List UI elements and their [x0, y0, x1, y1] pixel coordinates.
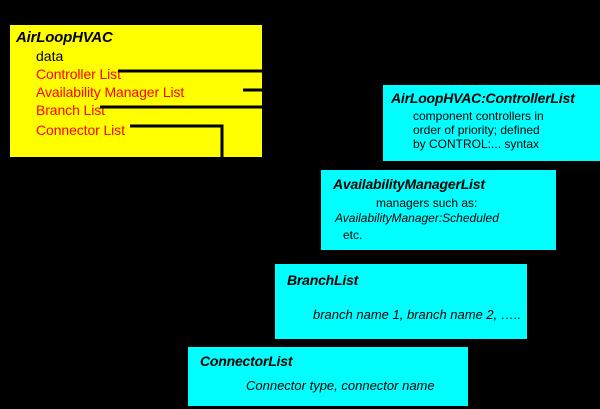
object-desc-line: managers such as:	[376, 196, 478, 210]
field-controller-list[interactable]: Controller List	[36, 66, 121, 82]
object-box-branchlist[interactable]: BranchList branch name 1, branch name 2,…	[275, 264, 527, 339]
object-data-label: data	[36, 48, 64, 64]
object-title-availabilitymanagerlist: AvailabilityManagerList	[333, 176, 485, 192]
object-title-connectorlist: ConnectorList	[200, 353, 293, 369]
object-box-availabilitymanagerlist[interactable]: AvailabilityManagerList managers such as…	[321, 170, 556, 250]
field-connector-list[interactable]: Connector List	[36, 122, 125, 138]
object-desc-line: component controllers in	[413, 109, 544, 123]
object-desc-line: branch name 1, branch name 2, …..	[313, 307, 522, 322]
object-desc-line: AvailabilityManager:Scheduled	[335, 211, 499, 225]
object-title-branchlist: BranchList	[287, 272, 359, 288]
object-desc-line: order of priority; defined	[413, 123, 540, 137]
object-desc-line: Connector type, connector name	[246, 378, 435, 393]
field-availability-manager-list[interactable]: Availability Manager List	[36, 84, 185, 100]
object-box-airloophvac[interactable]: AirLoopHVAC data Controller List Availab…	[10, 25, 262, 157]
object-box-controllerlist[interactable]: AirLoopHVAC:ControllerList component con…	[383, 85, 600, 161]
object-desc-line: by CONTROL:... syntax	[413, 137, 540, 151]
object-title-controllerlist: AirLoopHVAC:ControllerList	[391, 90, 575, 106]
object-desc-line: etc.	[343, 228, 363, 242]
object-title-airloophvac: AirLoopHVAC	[16, 29, 113, 46]
field-branch-list[interactable]: Branch List	[36, 102, 105, 118]
object-box-connectorlist[interactable]: ConnectorList Connector type, connector …	[188, 347, 468, 406]
